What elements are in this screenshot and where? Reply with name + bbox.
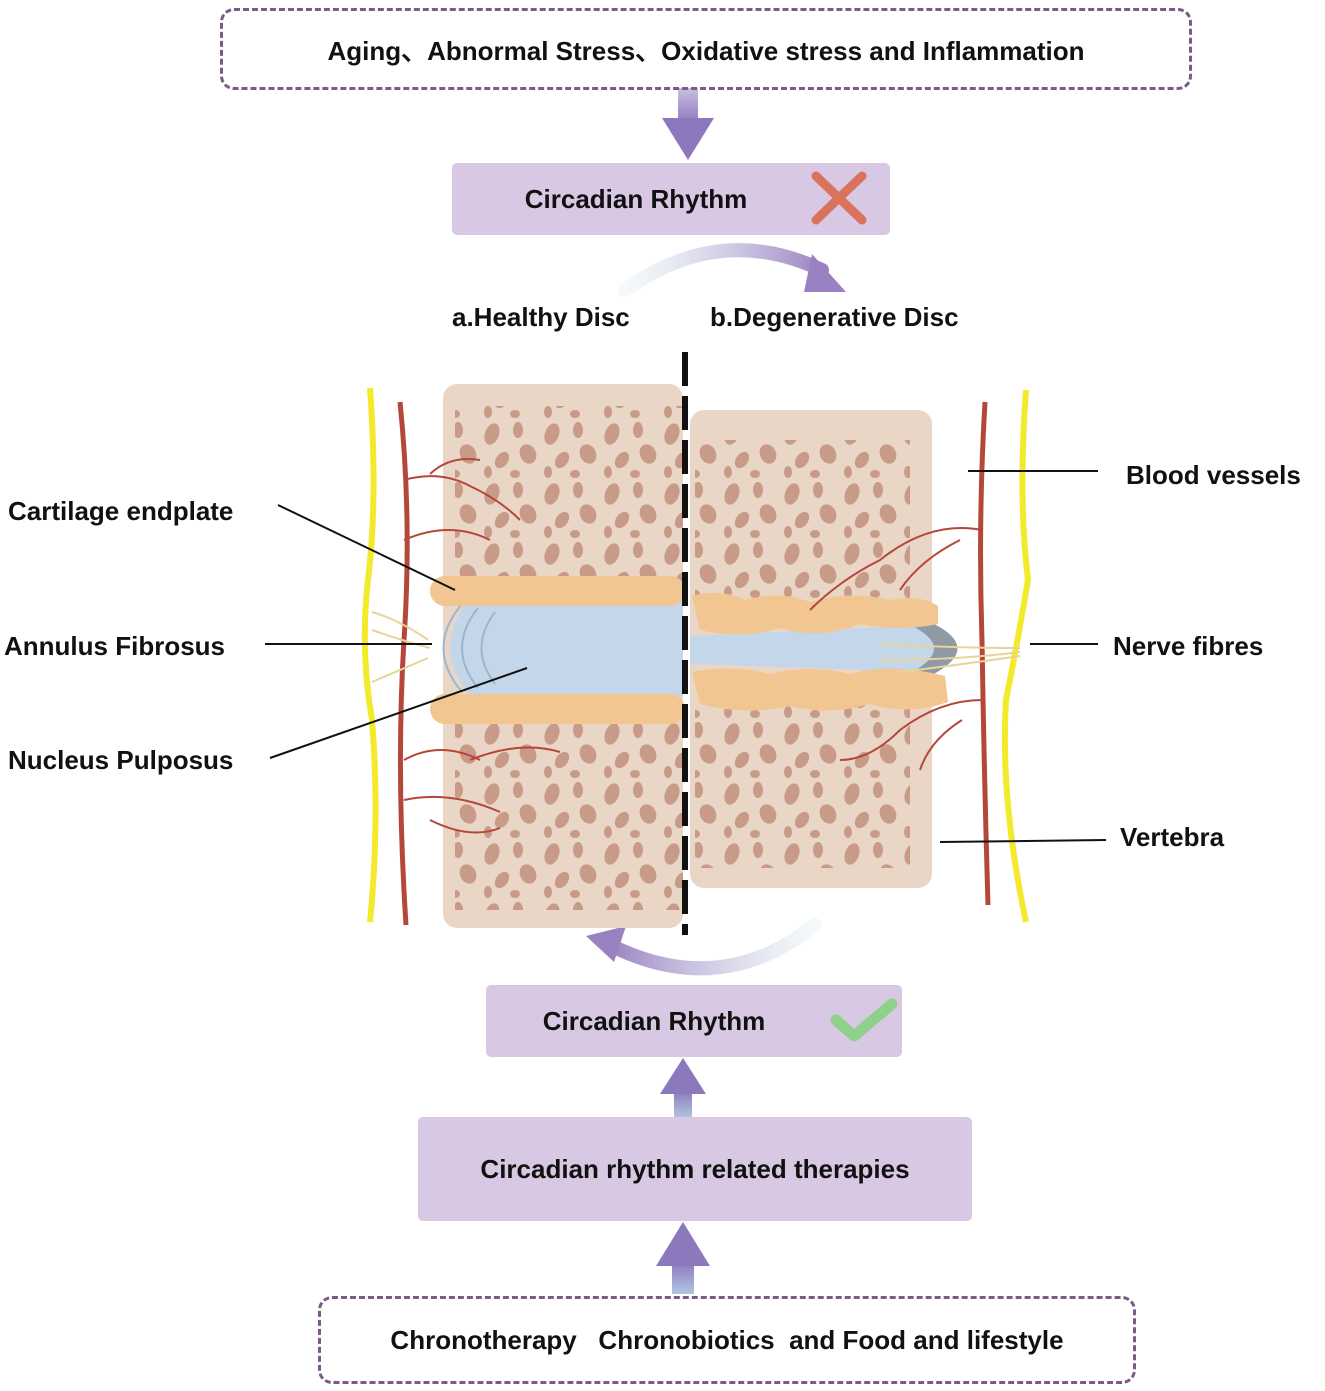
cross-icon: [811, 171, 867, 225]
nucleus-pulposus-label: Nucleus Pulposus: [8, 745, 234, 775]
circadian-rhythm-disrupted-label: Circadian Rhythm: [524, 183, 748, 214]
check-icon: [830, 998, 898, 1042]
therapies-label: Circadian rhythm related therapies: [480, 1153, 910, 1184]
nerve-fibres-label: Nerve fibres: [1113, 631, 1264, 661]
circadian-rhythm-restored-label: Circadian Rhythm: [542, 1005, 766, 1036]
healthy-disc-title: a.Healthy Disc: [452, 302, 630, 332]
therapies-box: Circadian rhythm related therapies: [418, 1117, 972, 1221]
risk-factors-box: Aging、Abnormal Stress、Oxidative stress a…: [220, 8, 1192, 90]
annulus-fibrosus-label: Annulus Fibrosus: [4, 631, 225, 661]
risk-factors-text: Aging、Abnormal Stress、Oxidative stress a…: [327, 35, 1085, 66]
degenerative-disc-title: b.Degenerative Disc: [710, 302, 959, 332]
interventions-box: Chronotherapy Chronobiotics and Food and…: [318, 1296, 1136, 1384]
interventions-text: Chronotherapy Chronobiotics and Food and…: [390, 1324, 1064, 1355]
vertebra-label: Vertebra: [1120, 822, 1225, 852]
cartilage-endplate-label: Cartilage endplate: [8, 496, 234, 526]
blood-vessels-label: Blood vessels: [1126, 460, 1301, 490]
